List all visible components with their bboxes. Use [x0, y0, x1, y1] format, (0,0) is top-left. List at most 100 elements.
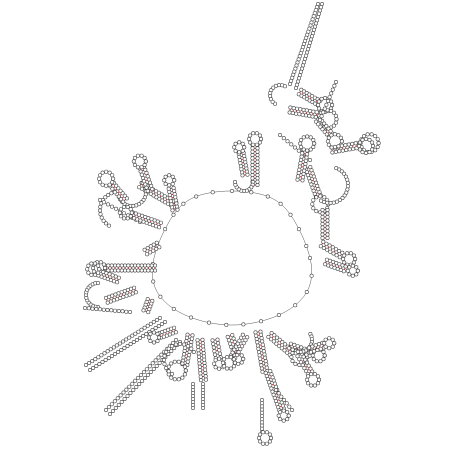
nucleotide-964	[197, 354, 202, 359]
nucleotide-178	[325, 139, 330, 144]
nucleotide-1233	[306, 374, 311, 379]
nucleotide-1005	[211, 345, 216, 350]
nucleotide-146	[334, 117, 339, 122]
nucleotide-1083	[259, 366, 264, 371]
nucleotide-236	[357, 140, 362, 145]
nucleotide-1157	[271, 339, 276, 344]
nucleotide-963	[196, 351, 201, 356]
nucleotide-953	[173, 342, 178, 347]
nucleotide-238	[363, 137, 368, 142]
nucleotide-984	[204, 377, 209, 382]
nucleotide-1166	[274, 335, 279, 340]
nucleotide-199	[346, 142, 351, 147]
nucleotide-183	[338, 135, 343, 140]
nucleotide-837	[88, 367, 93, 372]
nucleotide-8	[207, 320, 212, 325]
nucleotide-591	[122, 211, 127, 216]
nucleotide-725	[86, 263, 91, 268]
nucleotide-1201	[321, 357, 326, 362]
nucleotide-1267	[330, 344, 335, 349]
nucleotide-720	[96, 270, 101, 275]
nucleotide-823	[131, 339, 136, 344]
nucleotide-879	[131, 387, 136, 392]
nucleotide-281	[345, 180, 350, 185]
nucleotide-623	[122, 205, 127, 210]
nucleotide-320	[324, 241, 329, 246]
nucleotide-17	[181, 201, 186, 206]
nucleotide-534	[107, 182, 112, 187]
nucleotide-214	[369, 132, 374, 137]
nucleotide-1056	[240, 344, 245, 349]
nucleotide-830	[109, 353, 114, 358]
nucleotide-1030	[230, 333, 235, 338]
nucleotide-875	[143, 375, 148, 380]
nucleotide-1074	[254, 336, 259, 341]
nucleotide-376	[255, 159, 260, 164]
nucleotide-822	[134, 337, 139, 342]
nucleotide-189	[344, 148, 349, 153]
nucleotide-1168	[280, 340, 285, 345]
nucleotide-578	[98, 204, 103, 209]
nucleotide-1213	[297, 357, 302, 362]
nucleotide-910	[185, 335, 190, 340]
nucleotide-1010	[216, 341, 221, 346]
nucleotide-952	[170, 344, 175, 349]
nucleotide-280	[345, 177, 350, 182]
nucleotide-1066	[221, 360, 226, 365]
nucleotide-389	[250, 159, 255, 164]
nucleotide-399	[248, 140, 253, 145]
nucleotide-24	[288, 212, 293, 217]
nucleotide-1131	[285, 410, 290, 415]
nucleotide-945	[166, 369, 171, 374]
nucleotide-559	[138, 169, 143, 174]
nucleotide-1021	[217, 356, 222, 361]
nucleotide-324	[337, 249, 342, 254]
nucleotide-533	[110, 180, 115, 185]
nucleotide-217	[376, 141, 381, 146]
multiloop-backbone	[196, 319, 204, 322]
nucleotide-15	[163, 227, 168, 232]
nucleotide-547	[148, 180, 153, 185]
nucleotide-931	[180, 375, 185, 380]
nucleotide-121	[291, 106, 296, 111]
nucleotide-862	[104, 407, 109, 412]
nucleotide-805	[105, 349, 110, 354]
nucleotide-767	[90, 306, 95, 311]
nucleotide-821	[138, 335, 143, 340]
nucleotide-400	[247, 137, 252, 142]
nucleotide-1071	[233, 360, 238, 365]
nucleotide-789	[154, 317, 159, 322]
nucleotide-826	[122, 345, 127, 350]
nucleotide-201	[353, 141, 358, 146]
nucleotide-1209	[321, 349, 326, 354]
nucleotide-921	[189, 339, 194, 344]
nucleotide-678	[153, 268, 158, 273]
nucleotide-1177	[293, 361, 298, 366]
nucleotide-808	[96, 355, 101, 360]
nucleotide-396	[257, 140, 262, 145]
nucleotide-683	[136, 268, 141, 273]
nucleotide-960	[195, 341, 200, 346]
nucleotide-1087	[259, 336, 264, 341]
nucleotide-1156	[269, 337, 274, 342]
nucleotide-334	[348, 251, 353, 256]
nucleotide-948	[162, 357, 167, 362]
nucleotide-951	[166, 346, 171, 351]
nucleotide-267	[311, 206, 316, 211]
nucleotide-774	[116, 308, 121, 313]
nucleotide-1082	[259, 363, 264, 368]
nucleotide-496	[148, 191, 153, 196]
nucleotide-848	[144, 367, 149, 372]
nucleotide-940	[176, 359, 181, 364]
nucleotide-1159	[277, 343, 282, 348]
nucleotide-596	[158, 220, 163, 225]
nucleotide-1152	[264, 430, 269, 435]
nucleotide-113	[297, 112, 302, 117]
nucleotide-184	[339, 139, 344, 144]
nucleotide-553	[145, 188, 150, 193]
multiloop-backbone	[201, 193, 207, 195]
nucleotide-369	[255, 183, 260, 188]
multiloop-backbone	[284, 308, 291, 313]
nucleotide-667	[136, 263, 141, 268]
nucleotide-908	[157, 335, 162, 340]
